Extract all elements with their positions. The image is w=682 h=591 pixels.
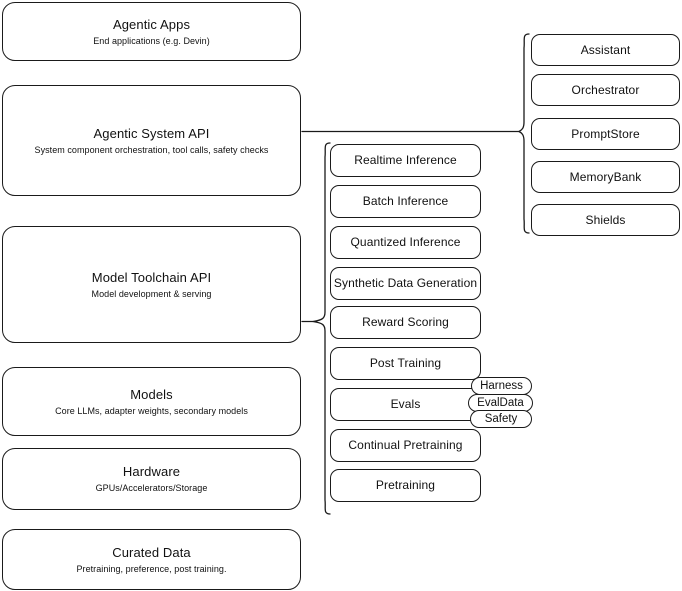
component-label: Post Training bbox=[369, 356, 442, 370]
layer-models[interactable]: Models Core LLMs, adapter weights, secon… bbox=[2, 367, 301, 436]
layer-subtitle: Model development & serving bbox=[91, 288, 212, 299]
component-memorybank[interactable]: MemoryBank bbox=[531, 161, 680, 193]
component-label: PromptStore bbox=[571, 126, 640, 141]
component-evals[interactable]: Evals bbox=[330, 388, 481, 421]
component-label: Continual Pretraining bbox=[348, 438, 463, 452]
component-label: Pretraining bbox=[375, 478, 436, 492]
component-label: Shields bbox=[585, 212, 626, 227]
layer-curated-data[interactable]: Curated Data Pretraining, preference, po… bbox=[2, 529, 301, 590]
layer-title: Models bbox=[130, 386, 173, 402]
component-label: Realtime Inference bbox=[354, 153, 457, 167]
layer-title: Curated Data bbox=[112, 544, 191, 560]
layer-title: Hardware bbox=[122, 464, 181, 479]
layer-title: Agentic System API bbox=[93, 125, 210, 141]
pill-label: Harness bbox=[480, 380, 523, 392]
layer-title: Agentic Apps bbox=[112, 16, 191, 32]
component-label: MemoryBank bbox=[569, 169, 642, 184]
layer-subtitle: End applications (e.g. Devin) bbox=[93, 35, 210, 46]
component-label: Orchestrator bbox=[571, 82, 640, 97]
layer-hardware[interactable]: Hardware GPUs/Accelerators/Storage bbox=[2, 448, 301, 510]
brace-toolchain-components bbox=[312, 142, 331, 515]
component-label: Assistant bbox=[580, 42, 631, 57]
evals-subcomponent-harness[interactable]: Harness bbox=[471, 377, 532, 395]
pill-label: EvalData bbox=[477, 397, 524, 409]
layer-title: Model Toolchain API bbox=[91, 269, 212, 285]
component-label: Evals bbox=[390, 397, 421, 411]
layer-subtitle: Core LLMs, adapter weights, secondary mo… bbox=[55, 405, 248, 416]
component-quantized-inference[interactable]: Quantized Inference bbox=[330, 226, 481, 259]
component-reward-scoring[interactable]: Reward Scoring bbox=[330, 306, 481, 339]
component-label: Batch Inference bbox=[362, 194, 449, 208]
component-post-training[interactable]: Post Training bbox=[330, 347, 481, 380]
component-realtime-inference[interactable]: Realtime Inference bbox=[330, 144, 481, 177]
evals-subcomponent-safety[interactable]: Safety bbox=[470, 410, 532, 428]
component-label: Synthetic Data Generation bbox=[333, 276, 478, 290]
component-synthetic-data-generation[interactable]: Synthetic Data Generation bbox=[330, 267, 481, 300]
layer-agentic-apps[interactable]: Agentic Apps End applications (e.g. Devi… bbox=[2, 2, 301, 61]
component-shields[interactable]: Shields bbox=[531, 204, 680, 236]
layer-subtitle: Pretraining, preference, post training. bbox=[76, 563, 227, 574]
layer-subtitle: GPUs/Accelerators/Storage bbox=[95, 483, 208, 493]
layer-agentic-system-api[interactable]: Agentic System API System component orch… bbox=[2, 85, 301, 196]
layer-model-toolchain-api[interactable]: Model Toolchain API Model development & … bbox=[2, 226, 301, 343]
component-label: Reward Scoring bbox=[362, 315, 449, 329]
component-pretraining[interactable]: Pretraining bbox=[330, 469, 481, 502]
brace-system-components bbox=[518, 33, 530, 234]
component-orchestrator[interactable]: Orchestrator bbox=[531, 74, 680, 106]
pill-label: Safety bbox=[484, 413, 518, 425]
layer-subtitle: System component orchestration, tool cal… bbox=[34, 144, 269, 155]
component-label: Quantized Inference bbox=[350, 235, 461, 249]
component-continual-pretraining[interactable]: Continual Pretraining bbox=[330, 429, 481, 462]
component-promptstore[interactable]: PromptStore bbox=[531, 118, 680, 150]
component-assistant[interactable]: Assistant bbox=[531, 34, 680, 66]
component-batch-inference[interactable]: Batch Inference bbox=[330, 185, 481, 218]
